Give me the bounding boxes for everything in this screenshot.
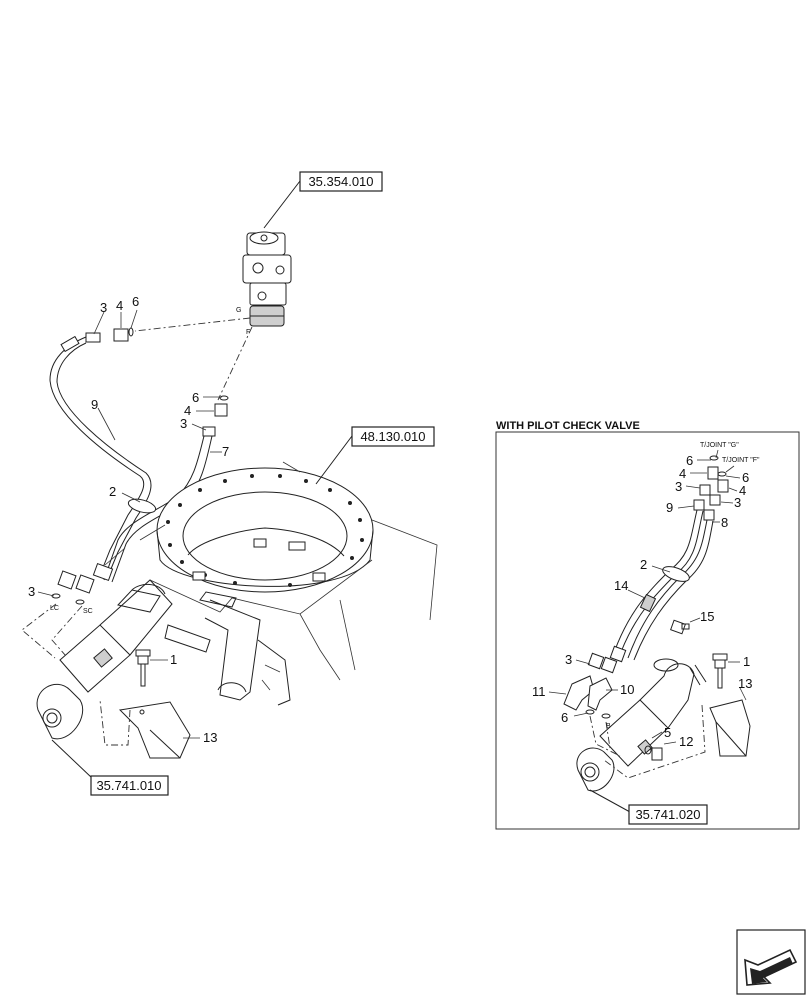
port-label-sc: SC [83,608,93,615]
inset-callout-8: 8 [721,515,728,530]
inset-callout-14: 14 [614,578,628,593]
inset-callout-4-g: 4 [679,466,686,481]
inset-callout-9: 9 [666,500,673,515]
dash-line-cylinder [21,603,83,673]
callout-3-f: 3 [180,416,187,431]
port-label-lc: LC [50,605,59,612]
ref-label-35-741-010: 35.741.010 [96,778,161,793]
inset-callout-6-g: 6 [686,453,693,468]
inset-port-label-b: B [606,723,611,730]
callout-2: 2 [109,484,116,499]
inset-callout-12: 12 [679,734,693,749]
swing-cylinder [36,579,173,740]
inset-panel: WITH PILOT CHECK VALVE [495,420,800,830]
ref-box-35-741-010[interactable]: 35.741.010 [51,739,169,796]
dash-line-cover [99,699,131,746]
inset-cover-13 [709,699,751,757]
inset-bolt-1 [712,653,728,689]
inset-hoses [614,509,714,661]
inset-callout-3-g: 3 [675,479,682,494]
callout-3-lower: 3 [28,584,35,599]
tjoint-f-label: T/JOINT "F" [722,457,760,464]
ref-box-35-741-020[interactable]: 35.741.020 [589,789,708,825]
port-label-f: F [246,329,250,336]
ref-box-48-130-010[interactable]: 48.130.010 [315,426,435,485]
ref-label-35-741-020: 35.741.020 [635,807,700,822]
inset-callout-11: 11 [532,684,546,699]
clamp-2 [127,498,157,514]
callout-13: 13 [203,730,217,745]
callout-3-upper: 3 [100,300,107,315]
inset-fitting-group-top [693,455,729,521]
callout-4-upper: 4 [116,298,123,313]
ref-box-35-354-010[interactable]: 35.354.010 [263,171,383,229]
callout-6-f: 6 [192,390,199,405]
inset-callout-6-lower: 6 [561,710,568,725]
inset-bolt-15 [670,619,690,635]
control-valve [242,231,292,327]
inset-callout-13: 13 [738,676,752,691]
inset-clamp-14 [639,593,657,613]
inset-callout-4-f: 4 [739,483,746,498]
arrow-left-down-icon[interactable] [736,929,806,995]
bolt-1 [135,649,151,687]
callout-1: 1 [170,652,177,667]
fitting-group-f [202,395,229,437]
fitting-group-upper [85,327,134,343]
inset-cylinder [576,658,707,792]
inset-orings-6 [585,709,611,719]
inset-callout-10: 10 [620,682,634,697]
inset-callout-3-lower: 3 [565,652,572,667]
inset-callout-2: 2 [640,557,647,572]
inset-callout-3-f: 3 [734,495,741,510]
inset-callout-6-f: 6 [742,470,749,485]
machine-frame [104,461,438,706]
inset-title: WITH PILOT CHECK VALVE [496,420,640,432]
inset-callout-5: 5 [664,725,671,740]
slew-ring [156,467,374,593]
dash-line-f [217,326,253,401]
inset-elbow-11 [563,675,595,711]
inset-callout-15: 15 [700,609,714,624]
callout-9: 9 [91,397,98,412]
inset-callout-1: 1 [743,654,750,669]
inset-part-5-12 [644,745,663,761]
ref-label-35-354-010: 35.354.010 [308,174,373,189]
tjoint-g-label: T/JOINT "G" [700,442,739,449]
port-label-g: G [236,307,241,314]
inset-elbow-10 [587,677,613,711]
callout-4-f: 4 [184,403,191,418]
inset-dash-cylinder [589,715,621,757]
cover-13 [118,701,191,759]
hose-9 [49,335,152,577]
fitting-group-lower [51,562,114,605]
dash-line-g [134,317,251,332]
inset-fitting-group-lower [587,645,627,674]
callout-7: 7 [222,444,229,459]
ref-label-48-130-010: 48.130.010 [360,429,425,444]
callout-6-upper: 6 [132,294,139,309]
